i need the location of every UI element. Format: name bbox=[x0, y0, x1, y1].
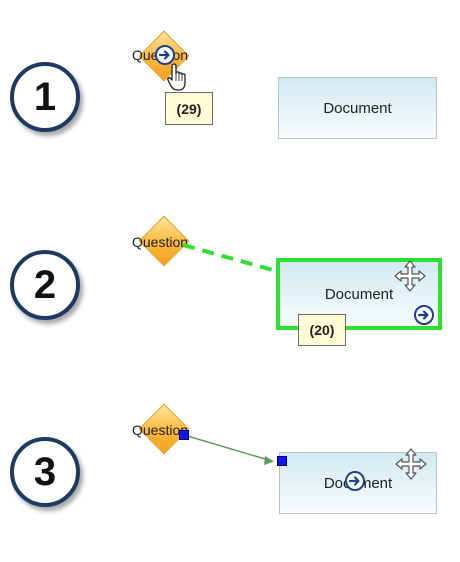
step-1-number: 1 bbox=[33, 74, 57, 119]
step-3-target-handle[interactable] bbox=[277, 456, 287, 466]
step-3-move-icon[interactable] bbox=[394, 447, 428, 481]
hand-cursor-icon bbox=[167, 63, 186, 91]
step-2-document-label: Document bbox=[324, 285, 394, 303]
step-3-question-label: Question bbox=[132, 422, 189, 438]
step-3-number: 3 bbox=[33, 449, 57, 494]
step-2-move-icon[interactable] bbox=[393, 259, 427, 293]
step-1-document-shape[interactable]: Document bbox=[278, 77, 437, 139]
step-2-circle: 2 bbox=[10, 250, 80, 320]
step-1-tooltip: (29) bbox=[165, 92, 213, 125]
step-3-circle: 3 bbox=[10, 437, 80, 507]
step-1-document-label: Document bbox=[323, 99, 392, 117]
step-1-connect-arrow-icon[interactable] bbox=[155, 45, 175, 65]
step-2-connect-arrow-icon[interactable] bbox=[414, 305, 434, 325]
step-3-connect-arrow-icon[interactable] bbox=[345, 471, 365, 491]
step-1-tooltip-text: (29) bbox=[176, 100, 202, 117]
step-2-tooltip: (20) bbox=[298, 314, 346, 346]
step-2-question-label: Question bbox=[132, 234, 189, 250]
step-3-source-handle[interactable] bbox=[179, 430, 189, 440]
step-2-number: 2 bbox=[33, 262, 57, 307]
step-2-tooltip-text: (20) bbox=[309, 322, 335, 338]
step-1-circle: 1 bbox=[10, 62, 80, 132]
